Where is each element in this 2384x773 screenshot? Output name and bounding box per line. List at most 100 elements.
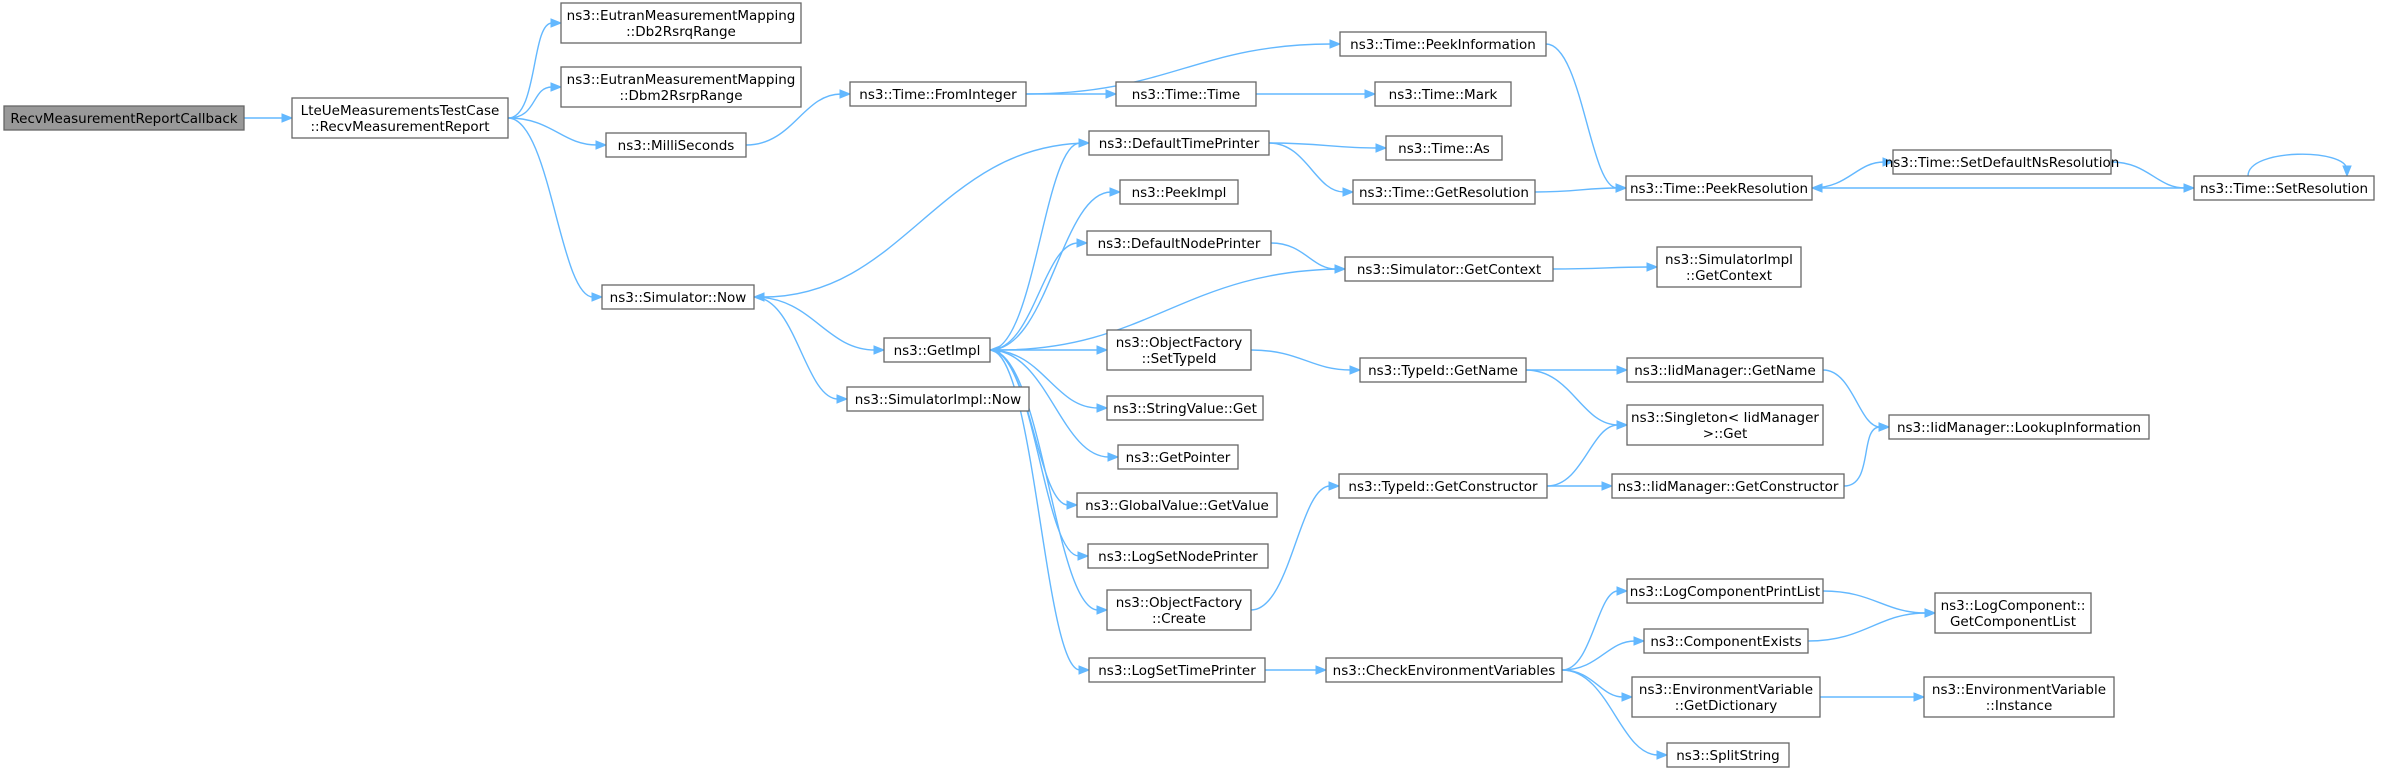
node-log_comp_print_list[interactable]: ns3::LogComponentPrintList	[1626, 578, 1824, 604]
node-get_impl[interactable]: ns3::GetImpl	[883, 337, 991, 363]
node-sim_now[interactable]: ns3::Simulator::Now	[601, 284, 755, 310]
node-dbm2rsrp[interactable]: ns3::EutranMeasurementMapping::Dbm2RsrpR…	[560, 66, 802, 108]
node-box[interactable]	[1626, 357, 1824, 383]
node-box[interactable]	[601, 284, 755, 310]
node-box[interactable]	[1117, 444, 1239, 470]
node-label: ::RecvMeasurementReport	[310, 119, 489, 135]
node-box[interactable]	[1088, 130, 1270, 156]
node-box[interactable]	[291, 97, 509, 139]
node-box[interactable]	[1626, 404, 1824, 446]
node-box[interactable]	[3, 105, 245, 131]
node-recv_cb[interactable]: RecvMeasurementReportCallback	[3, 105, 245, 131]
edge-component_exists-to-logcomp_getlist	[1807, 608, 1937, 642]
node-box[interactable]	[1643, 628, 1809, 654]
node-box[interactable]	[1385, 135, 1503, 161]
arrowhead-icon	[988, 345, 1001, 355]
node-box[interactable]	[560, 66, 802, 108]
node-box[interactable]	[1086, 230, 1272, 256]
node-def_node_printer[interactable]: ns3::DefaultNodePrinter	[1086, 230, 1272, 256]
node-box[interactable]	[1656, 246, 1802, 288]
node-get_pointer[interactable]: ns3::GetPointer	[1117, 444, 1239, 470]
node-box[interactable]	[1934, 592, 2092, 634]
node-box[interactable]	[1106, 329, 1252, 371]
node-box[interactable]	[1119, 179, 1239, 205]
node-peek_impl[interactable]: ns3::PeekImpl	[1119, 179, 1239, 205]
arrowhead-icon	[836, 394, 849, 404]
node-simimpl_get_context[interactable]: ns3::SimulatorImpl::GetContext	[1656, 246, 1802, 288]
node-singleton_get[interactable]: ns3::Singleton< IidManager >::Get	[1626, 404, 1824, 446]
arrowhead-icon	[1924, 608, 1937, 618]
node-get_resolution[interactable]: ns3::Time::GetResolution	[1352, 179, 1536, 205]
node-label: ns3::CheckEnvironmentVariables	[1333, 663, 1556, 679]
node-logcomp_getlist[interactable]: ns3::LogComponent::GetComponentList	[1934, 592, 2092, 634]
edge-line	[989, 349, 1080, 557]
node-typeid_getname[interactable]: ns3::TypeId::GetName	[1359, 357, 1527, 383]
node-time_time[interactable]: ns3::Time::Time	[1115, 81, 1257, 107]
edge-from_int-to-time_time	[1026, 89, 1118, 99]
node-box[interactable]	[2193, 175, 2375, 201]
node-box[interactable]	[1339, 31, 1547, 57]
node-box[interactable]	[1611, 473, 1845, 499]
node-box[interactable]	[849, 81, 1027, 107]
node-envvar_getdict[interactable]: ns3::EnvironmentVariable::GetDictionary	[1631, 676, 1821, 718]
node-lte_recv[interactable]: LteUeMeasurementsTestCase::RecvMeasureme…	[291, 97, 509, 139]
node-set_default_ns[interactable]: ns3::Time::SetDefaultNsResolution	[1885, 149, 2120, 175]
node-box[interactable]	[605, 132, 747, 158]
node-box[interactable]	[1374, 81, 1512, 107]
node-global_getvalue[interactable]: ns3::GlobalValue::GetValue	[1076, 492, 1278, 518]
edge-check_env-to-component_exists	[1561, 636, 1646, 671]
arrowhead-icon	[1878, 422, 1891, 432]
node-box[interactable]	[1888, 414, 2150, 440]
node-millis[interactable]: ns3::MilliSeconds	[605, 132, 747, 158]
node-box[interactable]	[1076, 492, 1278, 518]
node-box[interactable]	[883, 337, 991, 363]
node-log_set_time_printer[interactable]: ns3::LogSetTimePrinter	[1088, 657, 1266, 683]
node-box[interactable]	[1626, 578, 1824, 604]
node-def_time_printer[interactable]: ns3::DefaultTimePrinter	[1088, 130, 1270, 156]
node-box[interactable]	[1338, 473, 1548, 499]
node-from_int[interactable]: ns3::Time::FromInteger	[849, 81, 1027, 107]
node-box[interactable]	[1631, 676, 1821, 718]
node-string_get[interactable]: ns3::StringValue::Get	[1106, 395, 1264, 421]
node-iid_lookup[interactable]: ns3::IidManager::LookupInformation	[1888, 414, 2150, 440]
node-label: ns3::Time::PeekResolution	[1630, 181, 1808, 197]
node-box[interactable]	[1325, 657, 1563, 683]
node-box[interactable]	[1666, 742, 1790, 768]
node-set_resolution[interactable]: ns3::Time::SetResolution	[2193, 175, 2375, 201]
node-box[interactable]	[1892, 149, 2112, 175]
node-split_string[interactable]: ns3::SplitString	[1666, 742, 1790, 768]
node-box[interactable]	[1088, 657, 1266, 683]
node-of_create[interactable]: ns3::ObjectFactory::Create	[1106, 589, 1252, 631]
arrowhead-icon	[1078, 665, 1091, 675]
node-peek_info[interactable]: ns3::Time::PeekInformation	[1339, 31, 1547, 57]
node-log_set_node_printer[interactable]: ns3::LogSetNodePrinter	[1087, 543, 1269, 569]
edge-line	[1561, 669, 1659, 756]
edge-line	[989, 191, 1112, 351]
node-peek_resolution[interactable]: ns3::Time::PeekResolution	[1625, 175, 1813, 201]
node-typeid_getctor[interactable]: ns3::TypeId::GetConstructor	[1338, 473, 1548, 499]
node-get_context[interactable]: ns3::Simulator::GetContext	[1344, 256, 1554, 282]
node-box[interactable]	[1106, 395, 1264, 421]
node-of_settypeid[interactable]: ns3::ObjectFactory::SetTypeId	[1106, 329, 1252, 371]
node-iid_getctor[interactable]: ns3::IidManager::GetConstructor	[1611, 473, 1845, 499]
node-envvar_instance[interactable]: ns3::EnvironmentVariable::Instance	[1923, 676, 2115, 718]
node-time_as[interactable]: ns3::Time::As	[1385, 135, 1503, 161]
node-box[interactable]	[1344, 256, 1554, 282]
edge-line	[1268, 142, 1345, 193]
node-check_env[interactable]: ns3::CheckEnvironmentVariables	[1325, 657, 1563, 683]
node-box[interactable]	[1106, 589, 1252, 631]
node-db2rsrq[interactable]: ns3::EutranMeasurementMapping::Db2RsrqRa…	[560, 2, 802, 44]
node-box[interactable]	[1923, 676, 2115, 718]
node-box[interactable]	[1359, 357, 1527, 383]
node-time_mark[interactable]: ns3::Time::Mark	[1374, 81, 1512, 107]
edge-typeid_getname-to-singleton_get	[1525, 369, 1629, 430]
node-component_exists[interactable]: ns3::ComponentExists	[1643, 628, 1809, 654]
node-box[interactable]	[846, 386, 1030, 412]
node-iid_getname[interactable]: ns3::IidManager::GetName	[1626, 357, 1824, 383]
node-box[interactable]	[1352, 179, 1536, 205]
node-simimpl_now[interactable]: ns3::SimulatorImpl::Now	[846, 386, 1030, 412]
node-box[interactable]	[560, 2, 802, 44]
node-box[interactable]	[1115, 81, 1257, 107]
node-box[interactable]	[1625, 175, 1813, 201]
node-box[interactable]	[1087, 543, 1269, 569]
